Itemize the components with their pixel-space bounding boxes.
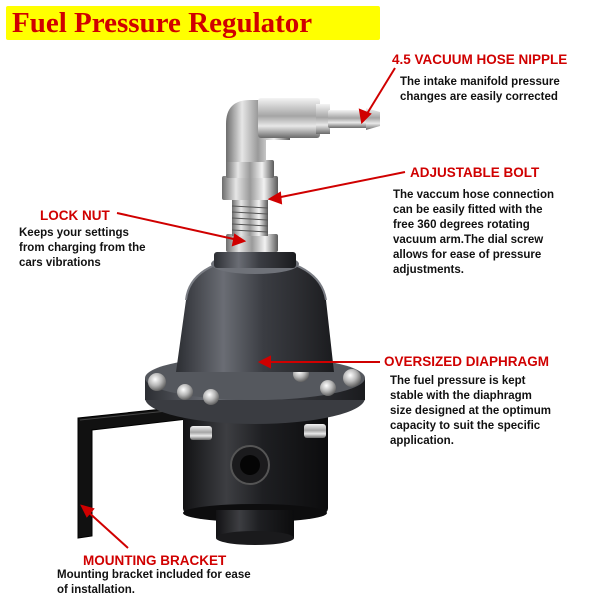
callout-lock-nut-label: LOCK NUT [40,208,110,223]
callout-adjustable-bolt-desc: The vaccum hose connection can be easily… [393,189,555,276]
callout-oversized-diaphragm-label: OVERSIZED DIAPHRAGM [384,354,550,369]
callout-vacuum-hose-nipple-label: 4.5 VACUUM HOSE NIPPLE [392,52,568,67]
callout-oversized-diaphragm-desc: The fuel pressure is kept stable with th… [390,375,552,447]
elbow-fitting-shape [226,98,380,162]
callout-adjustable-bolt-label: ADJUSTABLE BOLT [410,165,540,180]
lower-body-shape [183,410,328,545]
dome-shape [176,252,334,372]
callout-arrows [80,67,406,549]
callout-vacuum-hose-nipple-desc: The intake manifold pressure changes are… [400,76,560,103]
title-banner: Fuel Pressure Regulator [6,6,380,40]
adjustable-bolt-shape [222,160,278,252]
callout-mounting-bracket-desc: Mounting bracket included for ease of in… [57,569,251,596]
callout-lock-nut-desc: Keeps your settings from charging from t… [19,227,146,269]
callout-mounting-bracket-label: MOUNTING BRACKET [83,553,227,568]
page-title: Fuel Pressure Regulator [12,7,313,39]
